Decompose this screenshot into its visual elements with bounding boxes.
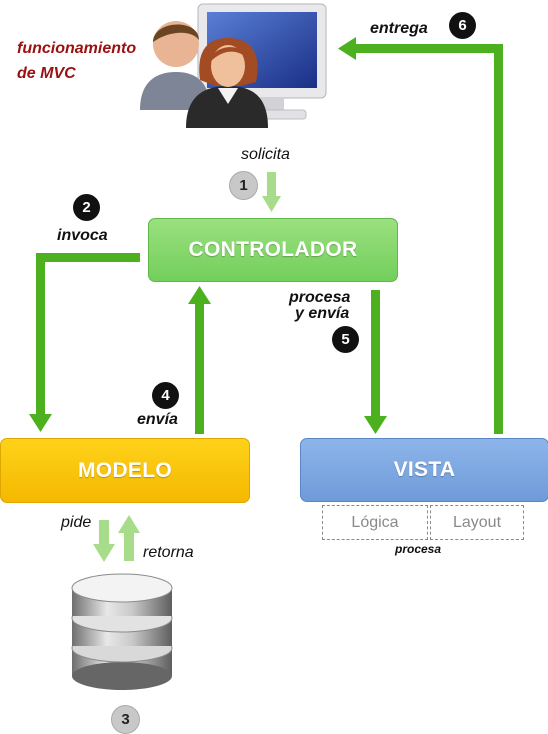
- label-pide: pide: [61, 514, 92, 531]
- arrow-retorna: [118, 515, 140, 561]
- step-badge-6: 6: [449, 12, 476, 39]
- label-retorna: retorna: [143, 544, 194, 561]
- arrow-procesa-envia: [364, 290, 387, 434]
- step-badge-1: 1: [229, 171, 258, 200]
- label-procesa-envia-line2: y envía: [295, 305, 350, 322]
- arrow-pide: [93, 520, 115, 562]
- arrow-envia: [188, 286, 211, 434]
- arrow-invoca: [29, 253, 140, 432]
- arrow-solicita: [262, 172, 281, 212]
- step-badge-4: 4: [152, 382, 179, 409]
- label-invoca: invoca: [57, 227, 108, 244]
- arrow-entrega: [338, 37, 503, 434]
- label-entrega: entrega: [370, 20, 428, 37]
- label-envia: envía: [137, 411, 178, 428]
- step-badge-2: 2: [73, 194, 100, 221]
- modelo-box: MODELO: [0, 438, 250, 503]
- controlador-box: CONTROLADOR: [148, 218, 398, 282]
- vista-logica-box: Lógica: [322, 505, 428, 540]
- vista-layout-box: Layout: [430, 505, 524, 540]
- step-badge-3: 3: [111, 705, 140, 734]
- label-procesa-envia-line1: procesa: [289, 289, 351, 306]
- diagram-title: funcionamiento de MVC: [17, 40, 137, 82]
- label-solicita: solicita: [241, 146, 290, 163]
- database-icon: [71, 573, 173, 690]
- vista-box: VISTA: [300, 438, 548, 502]
- step-badge-5: 5: [332, 326, 359, 353]
- users-computer-icon: [140, 3, 327, 128]
- label-procesa: procesa: [395, 542, 442, 556]
